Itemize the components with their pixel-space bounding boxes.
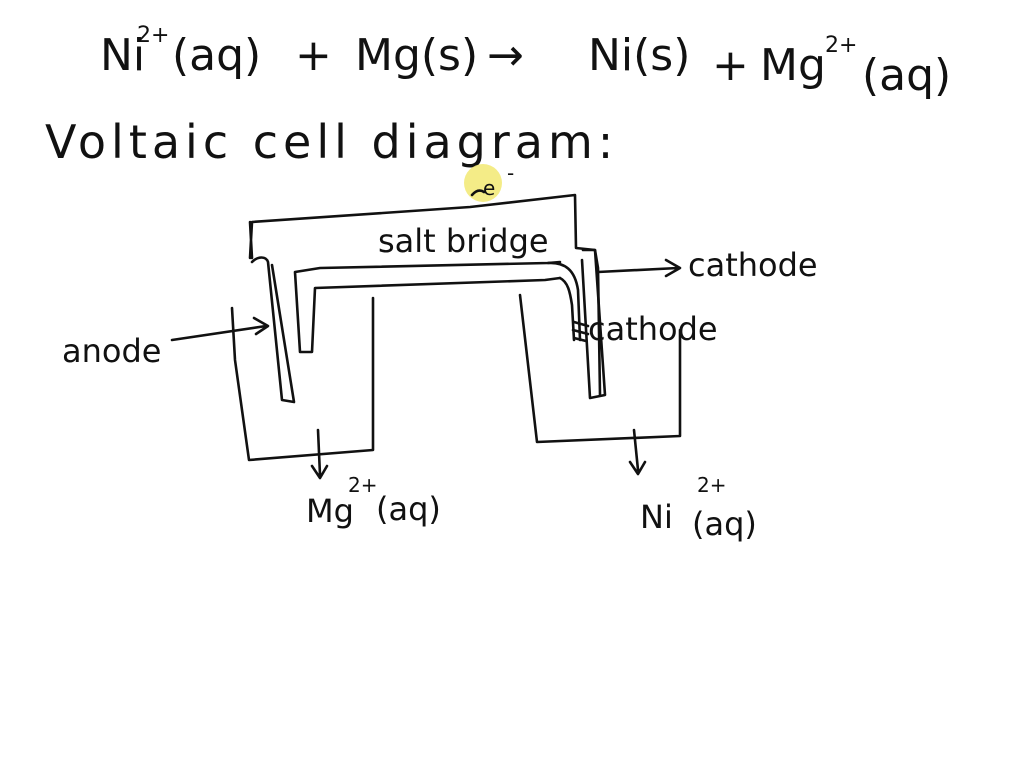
left-solution-charge: 2+ — [348, 473, 377, 497]
electron-charge: - — [507, 161, 514, 185]
cathode-pointer-arrow — [596, 258, 682, 278]
right-beaker — [518, 293, 682, 444]
cathode-label-inner: cathode — [588, 310, 718, 348]
left-beaker — [230, 296, 375, 462]
right-solution-species: Ni — [640, 498, 673, 536]
cathode-label-outer: cathode — [688, 246, 818, 284]
left-solution-state: (aq) — [376, 490, 441, 528]
right-solution-charge: 2+ — [697, 473, 726, 497]
eq-arrow: → — [487, 30, 524, 81]
eq-product-mg-state: (aq) — [862, 50, 951, 101]
eq-product-mg-charge: 2+ — [825, 33, 857, 58]
diagram-heading: Voltaic cell diagram: — [45, 115, 618, 169]
anode-label: anode — [62, 332, 161, 370]
right-solution-state: (aq) — [692, 505, 757, 543]
salt-bridge-outline — [248, 193, 602, 397]
anode-electrode — [250, 256, 296, 404]
electron-label: e — [483, 176, 495, 200]
cathode-scribble — [571, 320, 590, 343]
chemical-equation: Ni 2+ (aq) + Mg(s) → Ni(s) + Mg 2+ (aq) — [100, 23, 951, 101]
right-solution-arrow — [628, 428, 647, 476]
eq-reactant-ni: Ni — [100, 30, 145, 81]
eq-plus-1: + — [295, 30, 332, 81]
eq-reactant-mg: Mg(s) — [355, 30, 478, 81]
left-solution-species: Mg — [306, 492, 354, 530]
eq-plus-2: + — [712, 40, 749, 91]
eq-product-ni: Ni(s) — [588, 30, 690, 81]
eq-reactant-ni-state: (aq) — [172, 30, 261, 81]
cathode-electrode — [580, 248, 607, 400]
eq-product-mg: Mg — [760, 40, 826, 91]
electron-tick — [470, 189, 486, 197]
eq-reactant-ni-charge: 2+ — [137, 23, 169, 48]
salt-bridge-label: salt bridge — [378, 222, 549, 260]
anode-pointer-arrow — [170, 316, 270, 342]
salt-bridge-right-leg — [546, 261, 582, 342]
left-solution-arrow — [310, 428, 329, 480]
